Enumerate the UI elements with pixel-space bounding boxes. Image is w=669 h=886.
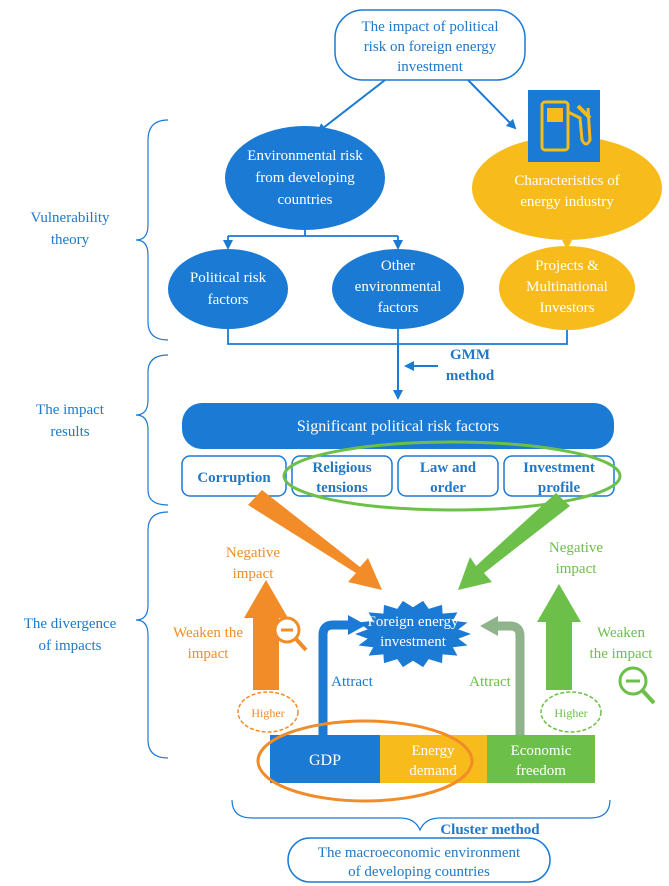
- higher-cloud-left: Higher: [237, 691, 299, 733]
- other-line-2: environmental: [355, 279, 442, 295]
- gdp-block: [270, 735, 380, 783]
- node-other-environmental-factors: Other environmental factors: [332, 249, 464, 329]
- brace-divergence: [135, 511, 169, 759]
- macro-line-2: of developing countries: [348, 864, 490, 880]
- right-attract-label: Attract: [469, 674, 511, 690]
- factor-law-line-1: Law and: [420, 460, 477, 476]
- section-impact-line-1: The impact: [36, 402, 105, 418]
- factor-law-line-2: order: [430, 480, 466, 496]
- factor-corruption-label: Corruption: [197, 470, 271, 486]
- orange-up-arrow: [244, 580, 288, 690]
- significant-factors-bar: Significant political risk factors: [182, 403, 614, 449]
- factor-corruption: Corruption: [181, 455, 287, 497]
- branch-env: [228, 230, 398, 237]
- projects-line-3: Investors: [540, 300, 595, 316]
- projects-line-2: Multinational: [526, 279, 608, 295]
- factor-religious-line-2: tensions: [316, 480, 368, 496]
- title-line-1: The impact of political: [361, 19, 498, 35]
- factor-investment-line-2: profile: [538, 480, 581, 496]
- significant-label: Significant political risk factors: [297, 418, 499, 435]
- env-line-3: countries: [278, 192, 333, 208]
- political-line-2: factors: [208, 292, 249, 308]
- section-divergence-line-2: of impacts: [39, 638, 102, 654]
- title-line-2: risk on foreign energy: [364, 39, 497, 55]
- industry-line-1: Characteristics of: [514, 173, 619, 189]
- left-weaken-line-2: impact: [188, 646, 230, 662]
- macro-environment-box: The macroeconomic environment of develop…: [287, 837, 551, 883]
- green-up-arrow: [537, 584, 581, 690]
- projects-line-1: Projects &: [535, 258, 599, 274]
- section-vulnerability-line-2: theory: [51, 232, 90, 248]
- energy-demand-block: [380, 735, 487, 783]
- left-attract-label: Attract: [331, 674, 373, 690]
- env-line-2: from developing: [255, 170, 355, 186]
- foreign-energy-investment-star: Foreign energy investment: [355, 600, 471, 668]
- node-energy-industry: Characteristics of energy industry: [472, 136, 662, 240]
- bottom-bar: GDP Energy demand Economic freedom: [270, 735, 595, 783]
- other-line-1: Other: [381, 258, 415, 274]
- green-diagonal-arrow: [458, 493, 570, 590]
- energy-line-2: demand: [409, 763, 457, 779]
- right-negative-line-1: Negative: [549, 540, 603, 556]
- attract-arrow-blue-head: [348, 615, 366, 635]
- energy-line-1: Energy: [411, 743, 455, 759]
- magnifier-minus-icon: [618, 666, 656, 705]
- node-environmental-risk: Environmental risk from developing count…: [225, 126, 385, 230]
- right-weaken-line-2: the impact: [590, 646, 654, 662]
- magnifier-minus-icon: [273, 616, 308, 652]
- left-higher-label: Higher: [251, 706, 284, 720]
- node-projects-investors: Projects & Multinational Investors: [499, 246, 635, 330]
- orange-diagonal-arrow: [248, 490, 382, 590]
- industry-line-2: energy industry: [520, 194, 614, 210]
- gmm-line-1: GMM: [450, 347, 490, 363]
- title-box: The impact of political risk on foreign …: [334, 9, 526, 81]
- node-political-risk-factors: Political risk factors: [168, 249, 288, 329]
- star-line-2: investment: [380, 634, 447, 650]
- factor-investment-profile: Investment profile: [503, 455, 615, 497]
- left-negative-line-2: impact: [233, 566, 275, 582]
- cluster-method-label: Cluster method: [440, 822, 540, 838]
- attract-arrow-green-head: [480, 616, 498, 636]
- section-impact-line-2: results: [50, 424, 89, 440]
- section-divergence-line-1: The divergence: [24, 616, 117, 632]
- left-weaken-line-1: Weaken the: [173, 625, 243, 641]
- attract-arrow-blue: [318, 620, 350, 745]
- higher-cloud-right: Higher: [540, 691, 602, 733]
- right-higher-label: Higher: [554, 706, 587, 720]
- brace-impact-results: [135, 354, 169, 506]
- factor-religious-line-1: Religious: [312, 460, 371, 476]
- factor-law-order: Law and order: [397, 455, 499, 497]
- env-line-1: Environmental risk: [247, 148, 363, 164]
- left-negative-line-1: Negative: [226, 545, 280, 561]
- gdp-label: GDP: [309, 752, 341, 769]
- green-highlight-ellipse: [282, 440, 622, 512]
- section-vulnerability-line-1: Vulnerability: [30, 210, 110, 226]
- brace-bottom: [231, 799, 611, 832]
- title-line-3: investment: [397, 59, 464, 75]
- freedom-line-1: Economic: [511, 743, 572, 759]
- freedom-line-2: freedom: [516, 763, 566, 779]
- fuel-pump-icon: [528, 90, 600, 162]
- right-weaken-line-1: Weaken: [597, 625, 645, 641]
- factor-religious: Religious tensions: [291, 455, 393, 497]
- other-line-3: factors: [378, 300, 419, 316]
- factor-investment-line-1: Investment: [523, 460, 595, 476]
- orange-highlight-ellipse: [256, 719, 474, 803]
- political-line-1: Political risk: [190, 270, 267, 286]
- economic-freedom-block: [487, 735, 595, 783]
- arrow-title-to-env: [316, 79, 386, 134]
- brace-vulnerability: [135, 119, 169, 341]
- gmm-line-2: method: [446, 368, 495, 384]
- attract-arrow-green: [496, 621, 525, 745]
- right-negative-line-2: impact: [556, 561, 598, 577]
- macro-line-1: The macroeconomic environment: [318, 845, 521, 861]
- star-line-1: Foreign energy: [368, 614, 459, 630]
- arrow-title-to-industry: [467, 79, 517, 130]
